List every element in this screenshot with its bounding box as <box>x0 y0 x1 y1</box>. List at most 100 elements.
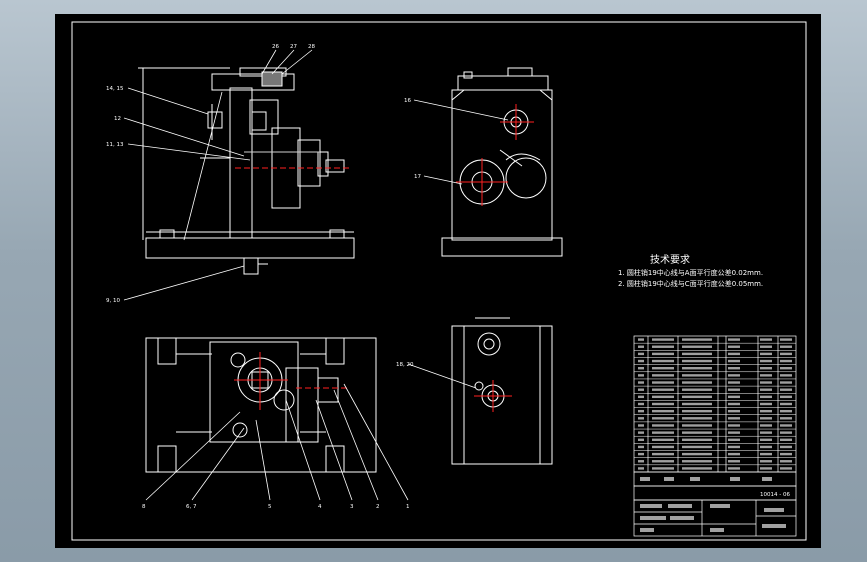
balloon-18-20: 18, 20 <box>396 362 414 368</box>
bom-cell-mark <box>652 381 674 384</box>
bom-cell-mark <box>728 424 740 427</box>
bom-cell-mark <box>728 445 740 449</box>
bom-cell-mark <box>682 367 712 370</box>
bom-cell-mark <box>682 388 712 391</box>
bom-cell-mark <box>760 338 772 341</box>
section-view <box>451 317 553 465</box>
bom-cell-marks <box>638 338 792 470</box>
bom-cell-mark <box>760 367 772 370</box>
bom-cell-mark <box>682 424 712 427</box>
bom-cell-mark <box>760 359 772 363</box>
bom-cell-mark <box>638 417 644 420</box>
bom-cell-mark <box>780 374 792 377</box>
bom-cell-mark <box>728 345 740 348</box>
bom-cell-mark <box>760 417 772 420</box>
drawing-designation: 10014 - 06 <box>760 492 790 498</box>
bom-cell-mark <box>780 460 792 463</box>
bom-cell-mark <box>652 402 674 406</box>
bom-cell-mark <box>780 388 792 391</box>
balloon-5: 5 <box>268 504 272 510</box>
bom-cell-mark <box>682 352 712 356</box>
balloon-6-7: 6, 7 <box>186 504 197 510</box>
bom-cell-mark <box>652 374 674 377</box>
bom-cell-mark <box>780 445 792 449</box>
bom-cell-mark <box>728 402 740 406</box>
balloon-9-10: 9, 10 <box>106 298 120 304</box>
bom-cell-mark <box>652 345 674 348</box>
balloon-26: 26 <box>272 44 279 50</box>
bom-cell-mark <box>728 460 740 463</box>
bom-cell-mark <box>760 352 772 356</box>
bom-cell-mark <box>682 467 712 470</box>
bom-cell-mark <box>760 409 772 413</box>
bom-cell-mark <box>760 438 772 441</box>
bom-cell-mark <box>728 417 740 420</box>
bom-cell-mark <box>638 338 644 341</box>
bom-cell-mark <box>780 367 792 370</box>
title-block <box>633 471 797 537</box>
bom-cell-mark <box>638 445 644 449</box>
front-view <box>138 67 355 275</box>
bom-cell-mark <box>638 460 644 463</box>
bom-cell-mark <box>638 388 644 391</box>
balloon-16: 16 <box>404 98 411 104</box>
bom-cell-mark <box>652 417 674 420</box>
bom-cell-mark <box>682 374 712 377</box>
bom-cell-mark <box>652 359 674 363</box>
drawing-border <box>71 21 807 541</box>
bom-cell-mark <box>728 367 740 370</box>
bom-cell-mark <box>682 431 712 434</box>
balloon-4: 4 <box>318 504 322 510</box>
bom-cell-mark <box>760 445 772 449</box>
drawing-sheet <box>55 14 821 548</box>
bom-cell-mark <box>760 460 772 463</box>
bom-cell-mark <box>652 424 674 427</box>
balloon-labels: 26 27 28 14, 15 12 11, 13 9, 10 16 17 18… <box>106 44 421 510</box>
bom-cell-mark <box>638 402 644 406</box>
bom-cell-mark <box>760 452 772 456</box>
bom-cell-mark <box>652 460 674 463</box>
bom-cell-mark <box>760 395 772 399</box>
balloon-3: 3 <box>350 504 354 510</box>
bom-cell-mark <box>780 431 792 434</box>
bom-cell-mark <box>638 367 644 370</box>
top-view <box>145 337 377 473</box>
title-block-marks <box>640 477 786 532</box>
bom-cell-mark <box>652 409 674 413</box>
side-view <box>441 67 563 257</box>
bom-cell-mark <box>728 352 740 356</box>
balloon-8: 8 <box>142 504 146 510</box>
bom-cell-mark <box>638 352 644 356</box>
bom-cell-mark <box>780 438 792 441</box>
bom-cell-mark <box>728 395 740 399</box>
bom-cell-mark <box>682 345 712 348</box>
bom-cell-mark <box>652 352 674 356</box>
bom-cell-mark <box>682 438 712 441</box>
bom-cell-mark <box>652 438 674 441</box>
bom-cell-mark <box>652 431 674 434</box>
bom-cell-mark <box>638 395 644 399</box>
bom-cell-mark <box>638 438 644 441</box>
bom-cell-mark <box>638 374 644 377</box>
bom-cell-mark <box>780 381 792 384</box>
bom-cell-mark <box>760 345 772 348</box>
bom-cell-mark <box>652 338 674 341</box>
balloon-11-13: 11, 13 <box>106 142 124 148</box>
balloon-14-15: 14, 15 <box>106 86 124 92</box>
bom-cell-mark <box>682 402 712 406</box>
bom-cell-mark <box>638 431 644 434</box>
bom-cell-mark <box>760 431 772 434</box>
bom-cell-mark <box>652 445 674 449</box>
bom-cell-mark <box>760 424 772 427</box>
bom-cell-mark <box>682 417 712 420</box>
balloon-1: 1 <box>406 504 410 510</box>
bom-cell-mark <box>682 460 712 463</box>
bom-cell-mark <box>638 359 644 363</box>
bom-cell-mark <box>728 338 740 341</box>
bom-cell-mark <box>780 417 792 420</box>
bom-cell-mark <box>652 367 674 370</box>
bom-cell-mark <box>760 374 772 377</box>
bom-cell-mark <box>682 381 712 384</box>
bom-cell-mark <box>682 395 712 399</box>
